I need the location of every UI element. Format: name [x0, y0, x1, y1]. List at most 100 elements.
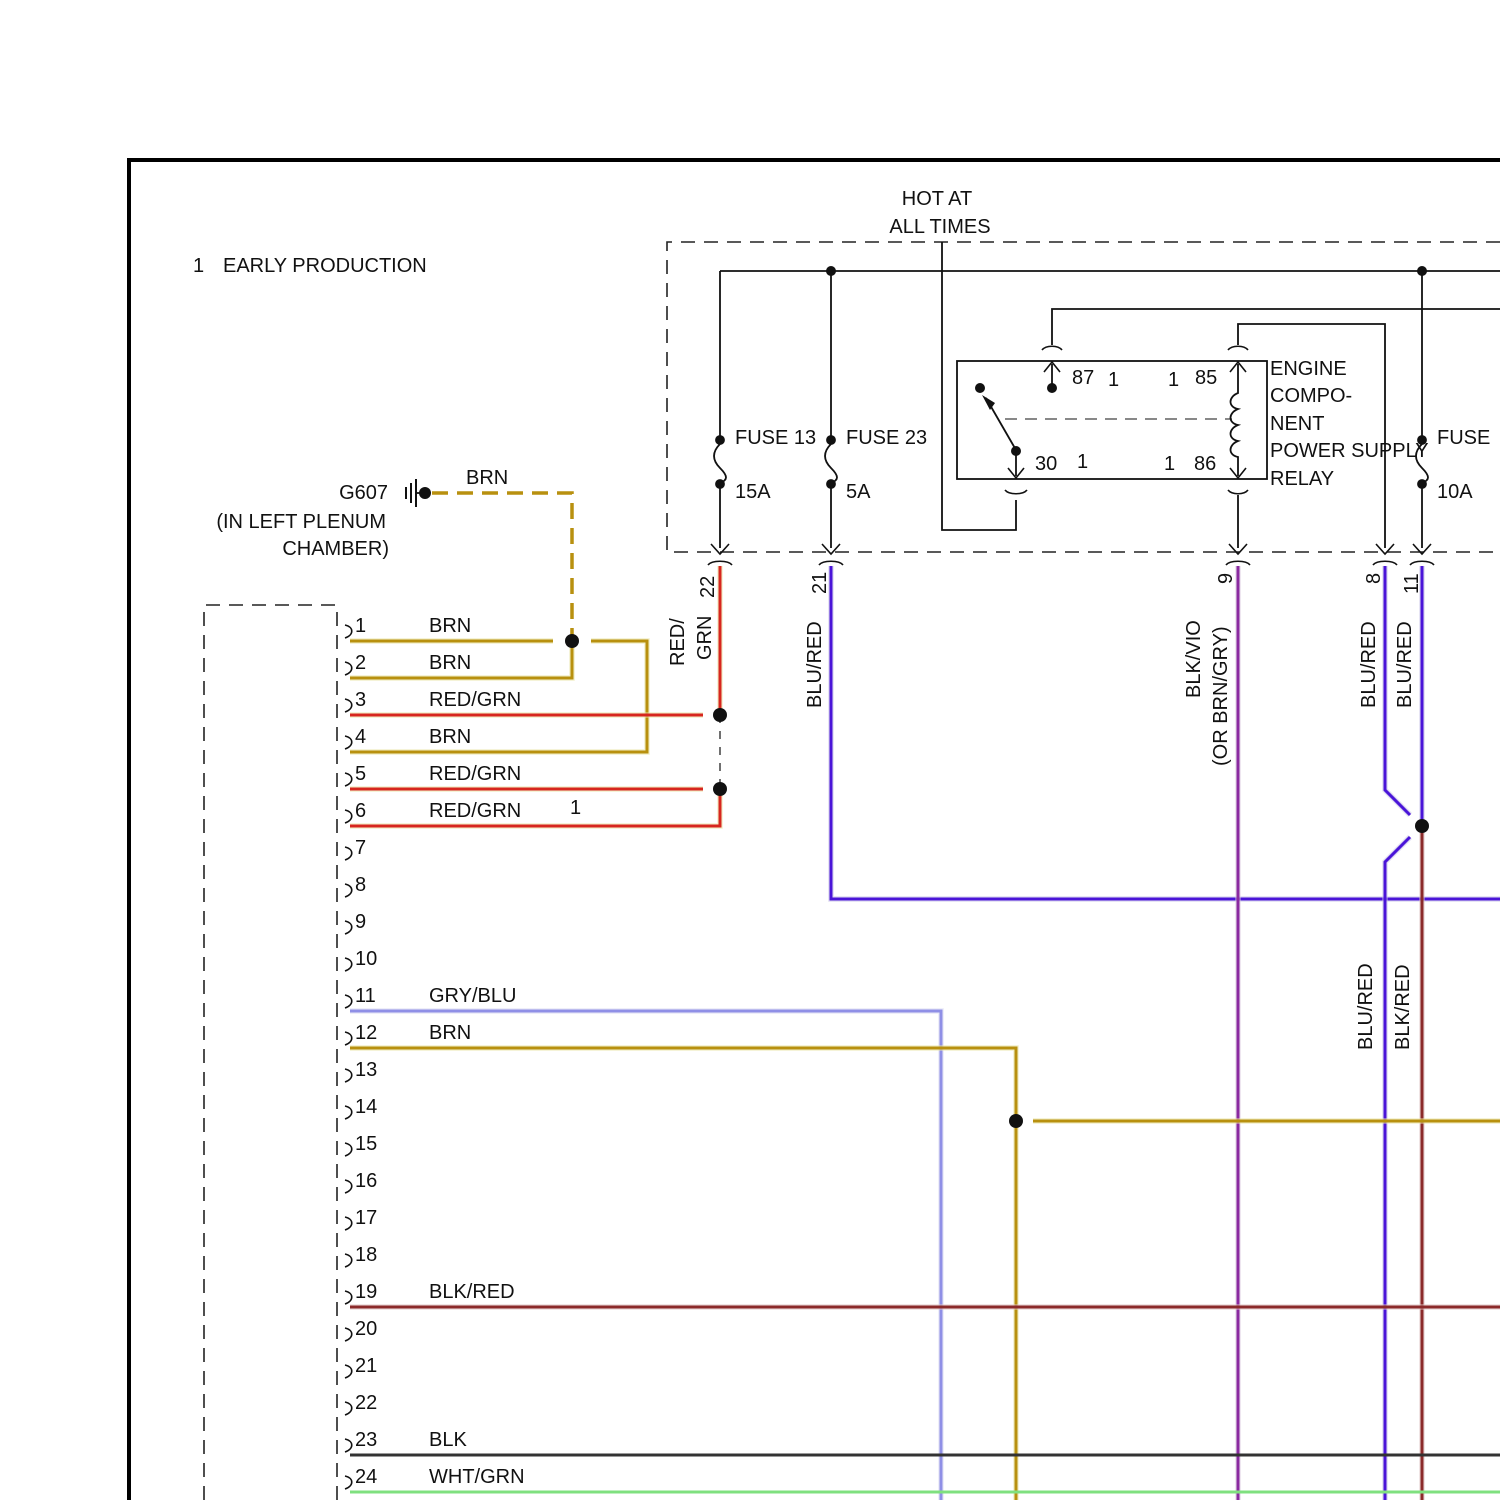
pin-bracket-icon — [345, 1254, 352, 1267]
wire-pin6-red-grn — [350, 789, 720, 826]
wire-label-blk-vio-line1: BLK/VIO — [1183, 620, 1205, 698]
pin-number: 1 — [355, 615, 366, 637]
terminal-pin-9: 9 — [1215, 573, 1237, 584]
ground-location-line2: CHAMBER) — [282, 538, 389, 560]
pin-wire-label: BRN — [429, 652, 471, 674]
pin-wire-label: RED/GRN — [429, 800, 521, 822]
relay-pin-87: 87 — [1072, 367, 1094, 389]
pin-number: 22 — [355, 1392, 377, 1414]
relay-name-line3: NENT — [1270, 413, 1324, 435]
fuse-13-name: FUSE 13 — [735, 427, 816, 449]
fuse-box-outline — [667, 242, 1500, 552]
pin-number: 3 — [355, 689, 366, 711]
wire-label-red-grn-line2: GRN — [694, 616, 716, 660]
wire-label-red-grn-line1: RED/ — [667, 618, 689, 666]
fuse-box-label-line1: HOT AT — [902, 188, 972, 210]
pin-bracket-icon — [345, 1143, 352, 1156]
wire-label-blu-red-11: BLU/RED — [1394, 621, 1416, 708]
ground-wire-label: BRN — [466, 467, 508, 489]
pin-bracket-icon — [345, 1069, 352, 1082]
pin-bracket-icon — [345, 1402, 352, 1415]
fuse-23-rating: 5A — [846, 481, 871, 503]
pin-number: 21 — [355, 1355, 377, 1377]
splice-red-grn-upper — [713, 708, 727, 722]
fuse-23-name: FUSE 23 — [846, 427, 927, 449]
wire-pin11-gry-blu — [350, 1011, 941, 1500]
wires — [350, 493, 1500, 1500]
pin-number: 6 — [355, 800, 366, 822]
pin-number: 19 — [355, 1281, 377, 1303]
pin-wire-label: BLK/RED — [429, 1281, 515, 1303]
pin-number: 10 — [355, 948, 377, 970]
pin-wire-label: RED/GRN — [429, 763, 521, 785]
pin-wire-label: RED/GRN — [429, 689, 521, 711]
pin-bracket-icon — [345, 810, 352, 823]
pin-number: 11 — [355, 985, 376, 1007]
pin-bracket-icon — [345, 1032, 352, 1045]
splice-crossover — [1415, 819, 1429, 833]
pin-number: 20 — [355, 1318, 377, 1340]
connector-outline — [204, 605, 337, 1500]
fuse-box-bus — [720, 242, 1500, 548]
ground-icon — [406, 479, 431, 507]
pin-bracket-icon — [345, 1217, 352, 1230]
wire-label-blu-red-lower: BLU/RED — [1355, 963, 1377, 1050]
splice-brn — [565, 634, 579, 648]
fuse-box-label-line2: ALL TIMES — [889, 216, 990, 238]
pin-bracket-icon — [345, 847, 352, 860]
pin-bracket-icon — [345, 625, 352, 638]
pin-number: 15 — [355, 1133, 377, 1155]
wire-pin6-red-grn-halo — [350, 789, 720, 826]
relay-note-85: 1 — [1168, 369, 1179, 391]
pin-number: 23 — [355, 1429, 377, 1451]
pin-bracket-icon — [345, 995, 352, 1008]
pin-bracket-icon — [345, 1291, 352, 1304]
splice-brn-lower — [1009, 1114, 1023, 1128]
wire-label-blu-red-21: BLU/RED — [804, 621, 826, 708]
ground-location-line1: (IN LEFT PLENUM — [216, 511, 386, 533]
pin-number: 4 — [355, 726, 366, 748]
note-text: EARLY PRODUCTION — [223, 255, 427, 277]
fuse-13-icon — [714, 436, 726, 488]
pin-wire-label: BLK — [429, 1429, 467, 1451]
terminal-pin-21: 21 — [809, 572, 831, 594]
pin-wire-label: GRY/BLU — [429, 985, 516, 1007]
pin-number: 24 — [355, 1466, 377, 1488]
pin-bracket-icon — [345, 662, 352, 675]
ground-id: G607 — [339, 482, 388, 504]
relay-pin-85: 85 — [1195, 367, 1217, 389]
pin-wire-label: BRN — [429, 1022, 471, 1044]
wire-pin11-gry-blu-halo — [350, 1011, 941, 1500]
fuse-10a-rating: 10A — [1437, 481, 1473, 503]
relay-name-line4: POWER SUPPLY — [1270, 440, 1429, 462]
pin-bracket-icon — [345, 1328, 352, 1341]
relay-note-30: 1 — [1077, 451, 1088, 473]
pin-bracket-icon — [345, 1180, 352, 1193]
splice-red-grn-lower — [713, 782, 727, 796]
relay-pin-30: 30 — [1035, 453, 1057, 475]
pin-number: 16 — [355, 1170, 377, 1192]
wire-label-blk-vio-line2: (OR BRN/GRY) — [1210, 626, 1232, 766]
fuse-23-icon — [825, 436, 837, 488]
relay-note-87: 1 — [1108, 369, 1119, 391]
pin-bracket-icon — [345, 884, 352, 897]
pin-bracket-icon — [345, 1476, 352, 1489]
relay-name-line1: ENGINE — [1270, 358, 1347, 380]
splice-dots — [565, 634, 1429, 1128]
pin-number: 14 — [355, 1096, 377, 1118]
pin-bracket-icon — [345, 773, 352, 786]
wire-label-blu-red-8: BLU/RED — [1358, 621, 1380, 708]
pin-wire-label: WHT/GRN — [429, 1466, 525, 1488]
relay-pin-86: 86 — [1194, 453, 1216, 475]
pin-bracket-icon — [345, 699, 352, 712]
pin-number: 17 — [355, 1207, 377, 1229]
pin-bracket-icon — [345, 1439, 352, 1452]
fuse-box-terminal-arrows — [708, 544, 1434, 565]
pin-number: 7 — [355, 837, 366, 859]
connector-pins: 1BRN2BRN3RED/GRN4BRN5RED/GRN6RED/GRN7891… — [345, 615, 525, 1489]
pin-bracket-icon — [345, 958, 352, 971]
pin-number: 12 — [355, 1022, 377, 1044]
pin-bracket-icon — [345, 1365, 352, 1378]
pin-number: 9 — [355, 911, 366, 933]
